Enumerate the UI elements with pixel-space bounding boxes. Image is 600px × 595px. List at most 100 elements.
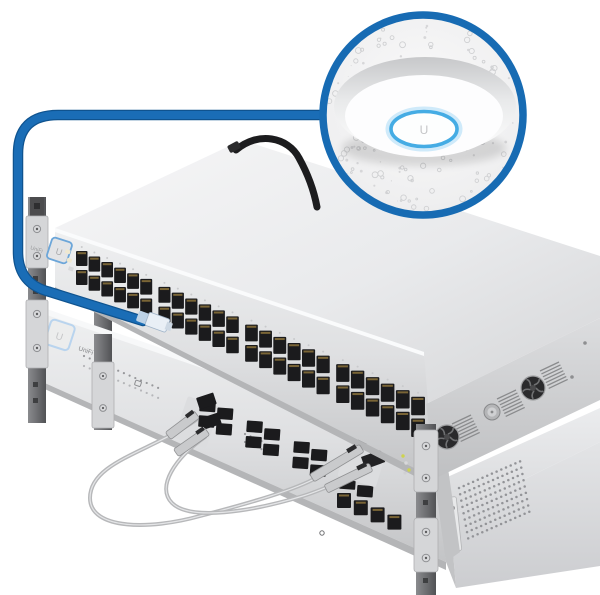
port-led — [132, 268, 135, 271]
port-pins — [337, 365, 348, 368]
rj45-port — [336, 364, 350, 382]
rj45-port — [287, 363, 301, 382]
grille-dot — [478, 491, 482, 494]
rj45-port — [287, 343, 301, 361]
grille-dot — [504, 520, 508, 524]
grille-dot — [506, 506, 510, 509]
speckle — [376, 37, 382, 42]
vent-slat — [542, 367, 563, 378]
fan-blade — [522, 388, 531, 393]
speckle — [345, 158, 349, 162]
rail-hole — [33, 382, 38, 387]
uplink-port — [353, 500, 368, 516]
port-pins — [274, 338, 285, 341]
ap-logo-glyph: U — [420, 123, 429, 137]
speckle — [399, 55, 403, 58]
rj45-port — [411, 396, 425, 416]
speckle — [382, 41, 387, 46]
status-led — [68, 266, 74, 272]
sfp-port — [263, 428, 281, 441]
screw-icon — [32, 224, 42, 234]
screw-icon — [421, 553, 431, 563]
side-device-front — [450, 442, 600, 588]
grille-dot — [485, 474, 489, 477]
screw-icon — [421, 527, 431, 537]
rj45-port — [212, 330, 225, 348]
grille-dot — [491, 478, 495, 482]
port-pins — [186, 319, 196, 322]
grille-dot — [461, 505, 464, 509]
grille-dot — [464, 524, 468, 528]
grille-dot — [514, 462, 517, 465]
sfp-port — [245, 435, 262, 449]
rack-rail-right — [413, 424, 439, 595]
grille-dot — [511, 504, 515, 507]
grille-dot — [471, 480, 475, 484]
speckle — [463, 36, 471, 44]
port-led — [80, 246, 83, 248]
grille-dot — [517, 508, 520, 511]
rj45-port — [185, 318, 198, 335]
grille-dot — [499, 522, 503, 526]
port-pins — [339, 494, 349, 497]
grille-dot — [462, 484, 465, 488]
grille-dot — [460, 499, 463, 502]
grille-dot — [522, 479, 525, 482]
vent-slat — [541, 364, 561, 375]
rj45-port — [336, 385, 350, 404]
grille-dot — [509, 464, 512, 467]
rj45-port — [259, 351, 272, 369]
grille-dot — [501, 501, 504, 505]
grille-dot — [504, 493, 508, 496]
speckle — [407, 199, 411, 203]
speckle — [410, 178, 414, 183]
speckle — [469, 189, 473, 193]
grille-dot — [528, 510, 531, 513]
speckle — [489, 69, 492, 72]
rj45-port — [226, 316, 239, 333]
port-pins — [186, 299, 196, 302]
rj45-port — [171, 312, 184, 329]
grille-dot — [492, 485, 496, 488]
grille-dot — [458, 493, 462, 496]
vent-slat — [499, 395, 520, 406]
port-led — [293, 338, 296, 341]
port-pins — [367, 378, 378, 381]
grille-dot — [526, 504, 530, 507]
rj45-port — [245, 324, 258, 342]
grille-dot — [474, 520, 477, 523]
speckle — [483, 175, 490, 182]
grille-dot — [473, 486, 476, 490]
port-led — [371, 372, 374, 375]
port-led — [356, 365, 359, 368]
grille-dot — [484, 522, 488, 526]
power-plug — [227, 141, 241, 153]
grille-dot — [474, 493, 477, 496]
speckle — [337, 82, 340, 85]
grille-dot — [495, 524, 498, 528]
access-point: U — [334, 57, 516, 166]
vent-slat — [454, 420, 475, 431]
rj45-connector — [136, 310, 173, 333]
rj45-port — [380, 405, 395, 424]
rj45-port — [171, 292, 184, 309]
rj45-port — [140, 278, 153, 295]
ap-led-glow — [385, 106, 463, 152]
port-pins — [352, 393, 363, 396]
screw-icon — [32, 251, 42, 261]
port-led — [93, 251, 96, 254]
port-pins — [337, 386, 348, 389]
sfp-port — [292, 456, 309, 470]
grille-dot — [467, 509, 470, 513]
speckle — [512, 122, 514, 124]
speckle — [403, 167, 408, 172]
xg-brand-label: UniFi — [77, 345, 94, 357]
grille-dot — [516, 502, 519, 505]
speckle — [360, 47, 365, 52]
ap-callout: U — [319, 11, 527, 219]
uplink-port — [370, 507, 385, 523]
port-pins — [397, 391, 409, 394]
grille-dot — [467, 482, 470, 486]
port-led — [145, 273, 148, 276]
